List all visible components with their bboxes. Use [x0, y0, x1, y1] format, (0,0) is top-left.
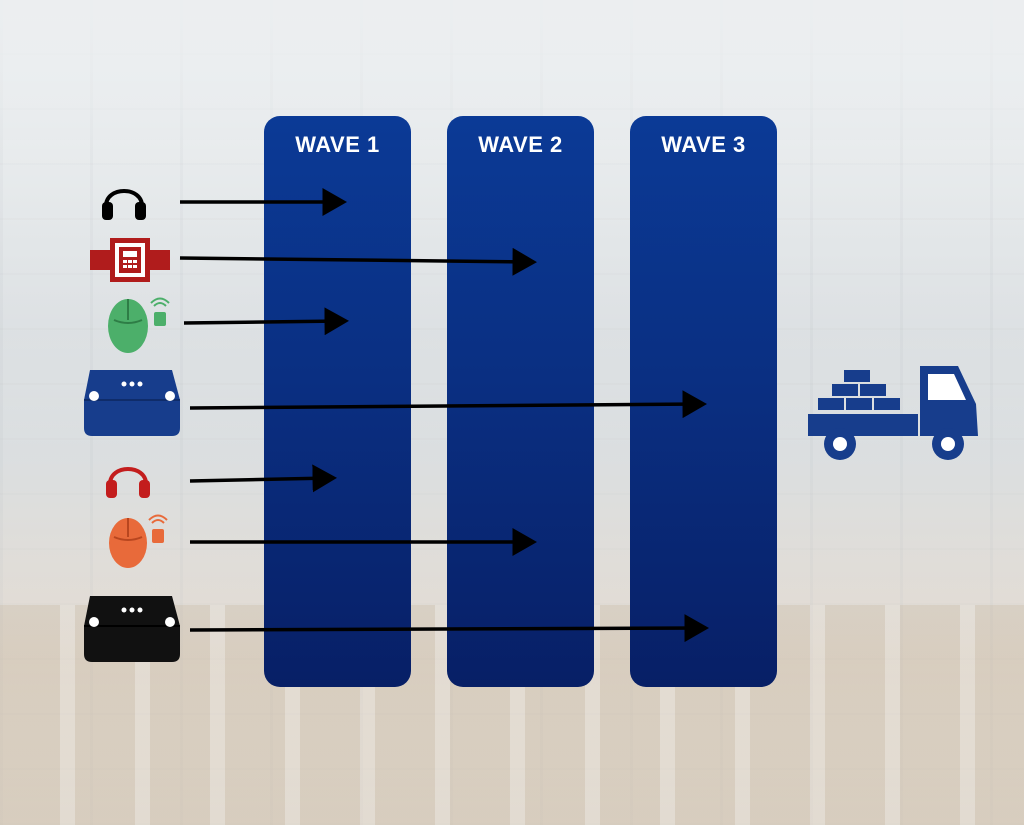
- wireless-mouse-icon: [109, 514, 168, 568]
- speaker-icon: [84, 596, 180, 662]
- arrow-item-4: [189, 390, 707, 419]
- arrows: [179, 188, 709, 643]
- arrow-item-3: [183, 307, 349, 336]
- handheld-scanner-icon: [90, 238, 170, 282]
- wave-3-label: WAVE 3: [661, 132, 746, 157]
- headphones-icon: [102, 189, 146, 220]
- arrow-item-2: [179, 247, 537, 276]
- arrow-item-5: [189, 464, 337, 493]
- arrow-item-7: [189, 614, 709, 643]
- delivery-truck-icon: [808, 366, 978, 460]
- wave-1-label: WAVE 1: [295, 132, 380, 157]
- wireless-mouse-icon: [108, 297, 170, 353]
- headphones-icon: [106, 467, 150, 498]
- speaker-icon: [84, 370, 180, 436]
- wave-2-label: WAVE 2: [478, 132, 563, 157]
- wave-2-column: WAVE 2: [447, 116, 594, 687]
